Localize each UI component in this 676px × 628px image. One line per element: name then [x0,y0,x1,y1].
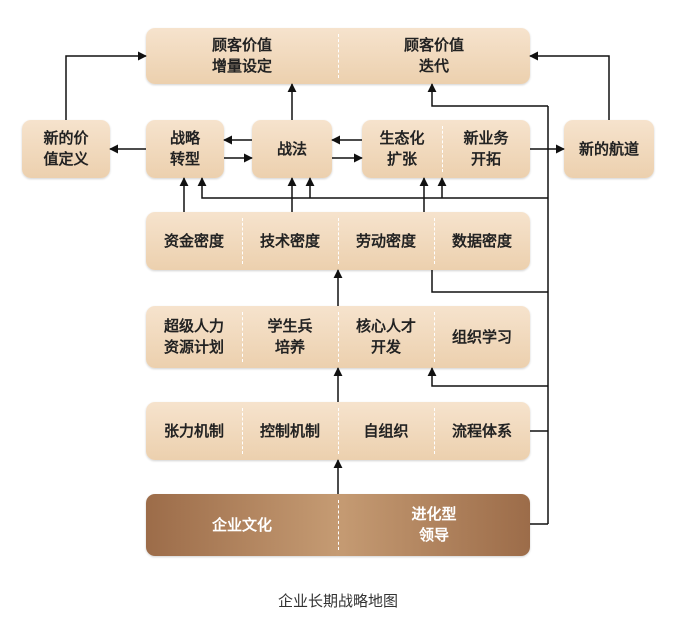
super-hr-plan-label: 超级人力 资源计划 [163,317,224,356]
strategic-transformation-label: 战略 转型 [169,129,200,168]
technology-density-label: 技术密度 [259,231,320,250]
capital-density-label: 资金密度 [163,231,224,250]
strategic-transformation-box: 战略 转型 [146,120,224,178]
customer-value-increment-label: 顾客价值 增量设定 [211,36,272,75]
labor-density-label: 劳动密度 [355,231,416,250]
arrow-spine-to-top [427,83,548,107]
ecosystem-business-box: 生态化 扩张 新业务 开拓 [362,120,530,178]
organizational-learning-label: 组织学习 [451,327,512,346]
process-system-label: 流程体系 [451,421,512,440]
customer-value-box: 顾客价值 增量设定 顾客价值 迭代 [146,28,530,84]
core-talent-development-label: 核心人才 开发 [355,317,416,356]
density-row-box: 资金密度 技术密度 劳动密度 数据密度 [146,212,530,270]
link-data-density-to-spine [431,270,530,293]
tactics-box: 战法 [252,120,332,178]
data-density-label: 数据密度 [451,231,512,250]
customer-value-iteration-label: 顾客价值 迭代 [403,36,464,75]
control-mechanism-label: 控制机制 [259,421,320,440]
arrow-spine-to-talent [427,367,548,387]
evolutionary-leadership-label: 进化型 领导 [411,505,457,544]
mechanism-row-box: 张力机制 控制机制 自组织 流程体系 [146,402,530,460]
talent-row-box: 超级人力 资源计划 学生兵 培养 核心人才 开发 组织学习 [146,306,530,368]
tension-mechanism-label: 张力机制 [163,421,224,440]
new-value-definition-label: 新的价 值定义 [43,129,89,168]
new-value-definition-box: 新的价 值定义 [22,120,110,178]
arrow-feedback-to-strategy [197,177,548,199]
figure-caption: 企业长期战略地图 [277,592,398,610]
corporate-culture-label: 企业文化 [211,515,272,534]
base-row-box: 企业文化 进化型 领导 [146,494,530,556]
student-soldier-training-label: 学生兵 培养 [267,317,313,356]
new-track-box: 新的航道 [564,120,654,178]
self-organization-label: 自组织 [363,421,409,440]
ecosystem-expansion-label: 生态化 扩张 [379,129,425,168]
arrow-new-track-to-top [529,51,610,120]
new-business-development-label: 新业务 开拓 [463,129,509,168]
new-track-label: 新的航道 [578,139,639,158]
arrow-value-definition-to-top [65,51,147,120]
tactics-label: 战法 [276,139,307,158]
